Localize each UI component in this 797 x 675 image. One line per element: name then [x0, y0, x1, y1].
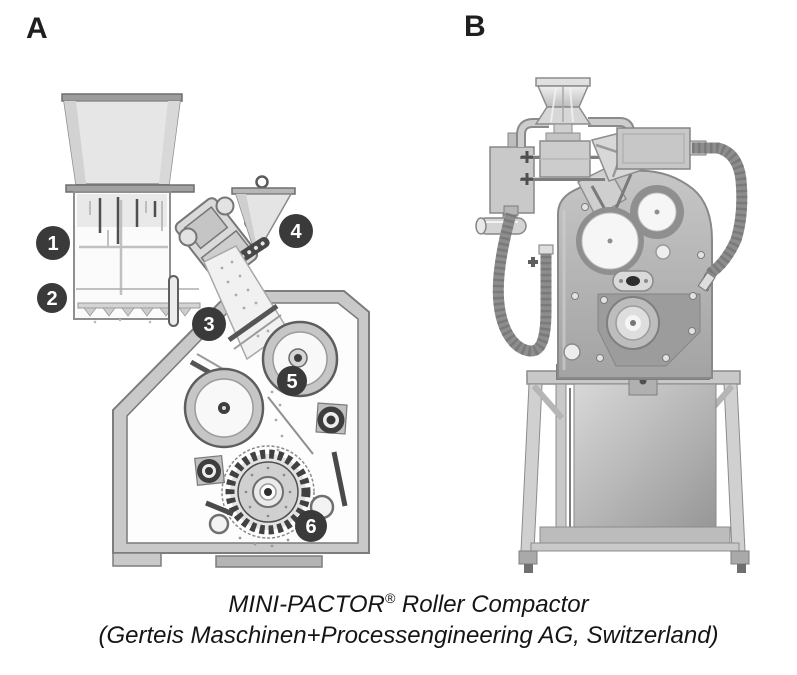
- body-bolts: [571, 203, 705, 362]
- svg-text:6: 6: [305, 516, 316, 538]
- top-right-box: [616, 127, 691, 170]
- granulator-unit: [606, 296, 660, 350]
- hopper: [61, 93, 195, 193]
- callout-badge-1: 1: [36, 226, 70, 260]
- left-hose: [492, 205, 554, 357]
- registered-mark: ®: [384, 590, 396, 606]
- bearing-bolts: [194, 402, 348, 486]
- machine-body: [556, 166, 713, 380]
- machine-stand: [518, 370, 750, 573]
- callout-badge-6: 6: [295, 510, 327, 542]
- callout-badge-4: 4: [279, 214, 313, 248]
- svg-text:5: 5: [286, 371, 297, 393]
- panel-a-schematic: 1 2 3 4 5 6: [36, 93, 370, 568]
- svg-text:4: 4: [290, 221, 302, 243]
- callout-badge-3: 3: [192, 307, 226, 341]
- callout-badge-2: 2: [37, 283, 67, 313]
- sight-glass: [168, 275, 179, 327]
- granulation-rotor: [205, 445, 348, 548]
- callout-badge-5: 5: [277, 366, 307, 396]
- press-rollers: [576, 185, 684, 275]
- feed-container: [73, 191, 201, 327]
- svg-text:2: 2: [46, 288, 57, 310]
- caption-line-2: (Gerteis Maschinen+Processengineering AG…: [98, 622, 719, 649]
- caption-line-1: MINI-PACTOR® Roller Compactor: [20, 583, 797, 620]
- panel-b-label: B: [464, 10, 486, 43]
- svg-text:1: 1: [47, 233, 58, 255]
- photo-hopper: [534, 77, 691, 182]
- panel-a-label: A: [26, 12, 48, 45]
- panel-b-photo: [475, 77, 750, 573]
- caption-rest: Roller Compactor: [395, 591, 589, 618]
- svg-text:3: 3: [203, 314, 214, 336]
- figure-caption: MINI-PACTOR® Roller Compactor (Gerteis M…: [0, 583, 797, 651]
- stand-panel: [573, 383, 717, 532]
- caption-brand: MINI-PACTOR: [228, 591, 385, 618]
- right-hose: [689, 140, 748, 292]
- small-funnel: [231, 175, 296, 264]
